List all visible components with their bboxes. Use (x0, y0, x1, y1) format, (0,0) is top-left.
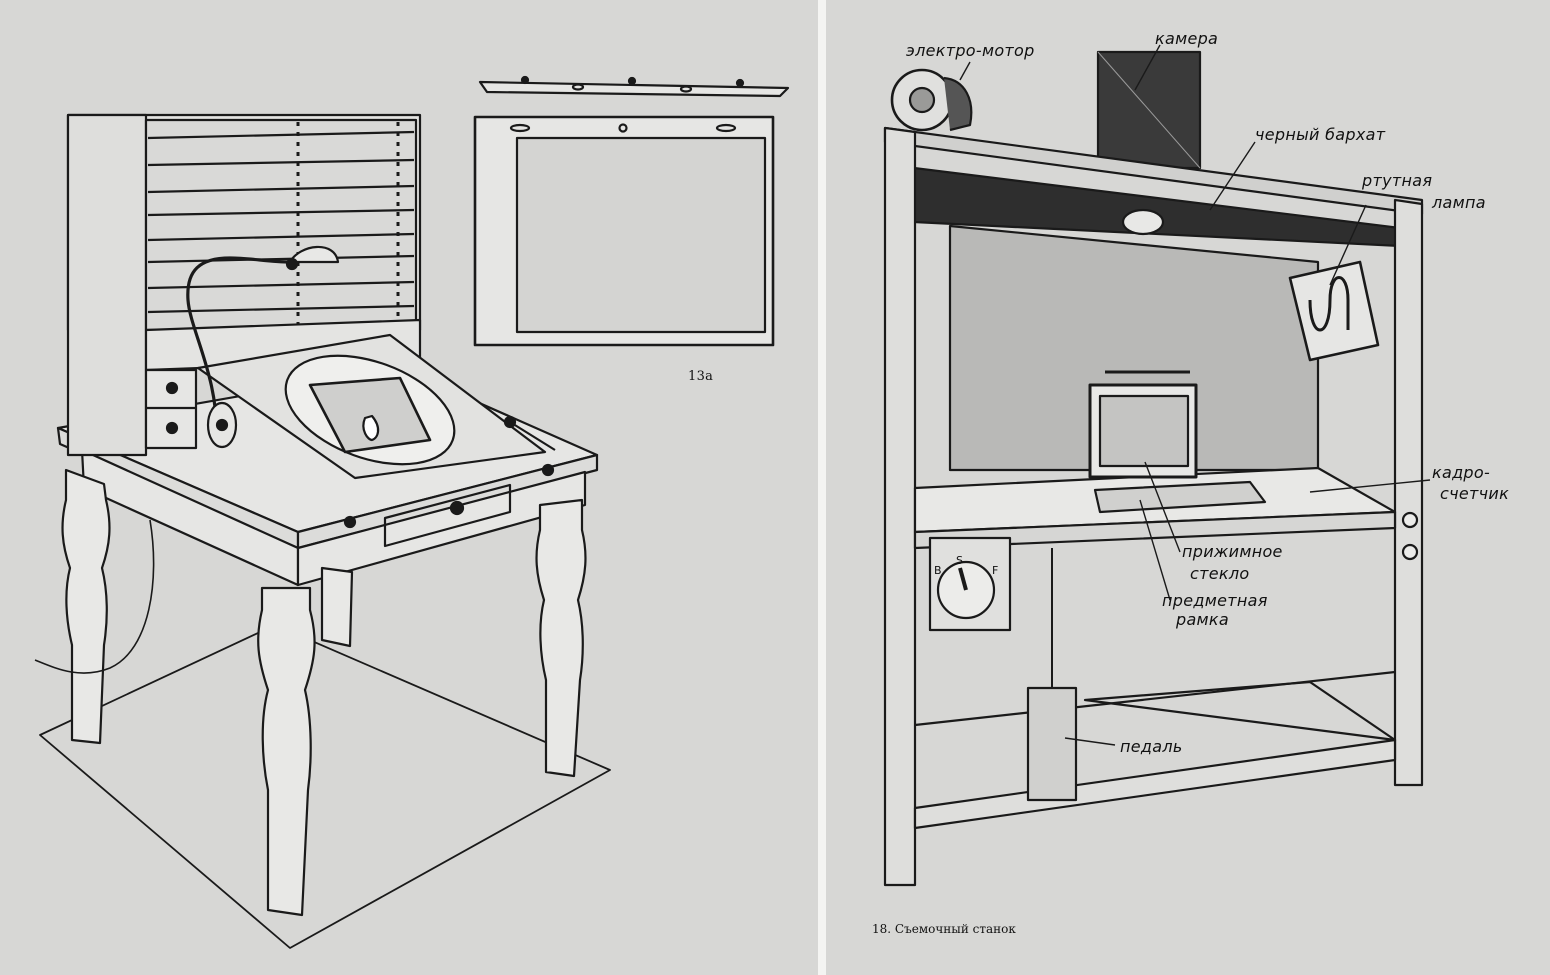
pedal (1026, 686, 1078, 802)
label-mercury-lamp-2: лампа (1432, 193, 1486, 212)
animation-desk-drawing (34, 75, 790, 949)
label-pressure-glass-1: прижимное (1182, 542, 1283, 561)
lamp-arm (186, 256, 291, 441)
dial-mark-f: F (992, 564, 999, 577)
label-electric-motor: электро-мотор (906, 41, 1035, 60)
left-post (883, 126, 917, 887)
figure-label-13a: 13а (688, 369, 714, 384)
mercury-lamp (1288, 260, 1380, 362)
front-leg (257, 586, 316, 917)
lamp-shade (288, 245, 340, 264)
label-camera: камера (1155, 29, 1219, 48)
label-frame-counter-2: счетчик (1440, 484, 1510, 503)
label-frame-counter-1: кадро- (1432, 463, 1491, 482)
frame-counter (1401, 511, 1419, 529)
right-post (1393, 198, 1424, 787)
label-object-frame-1: предметная (1162, 591, 1268, 610)
label-pedal: педаль (1120, 737, 1183, 756)
left-leg (61, 468, 111, 745)
dial-mark-b: B (934, 564, 942, 577)
floor-sheet (39, 624, 611, 949)
right-leg (535, 498, 587, 778)
drawer-knob (449, 500, 465, 516)
label-pressure-glass-2: стекло (1190, 564, 1250, 583)
dial-mark-s: S (956, 554, 964, 567)
label-object-frame-2: рамка (1176, 610, 1229, 629)
light-glass (308, 376, 432, 454)
desk-drawer (383, 483, 512, 548)
label-black-velvet: черный бархат (1255, 125, 1386, 144)
cable (34, 519, 155, 674)
object-frame (1093, 480, 1267, 514)
page-gutter (818, 0, 826, 975)
figure-caption: 18. Съемочный станок (872, 922, 1016, 936)
label-mercury-lamp-1: ртутная (1362, 171, 1433, 190)
